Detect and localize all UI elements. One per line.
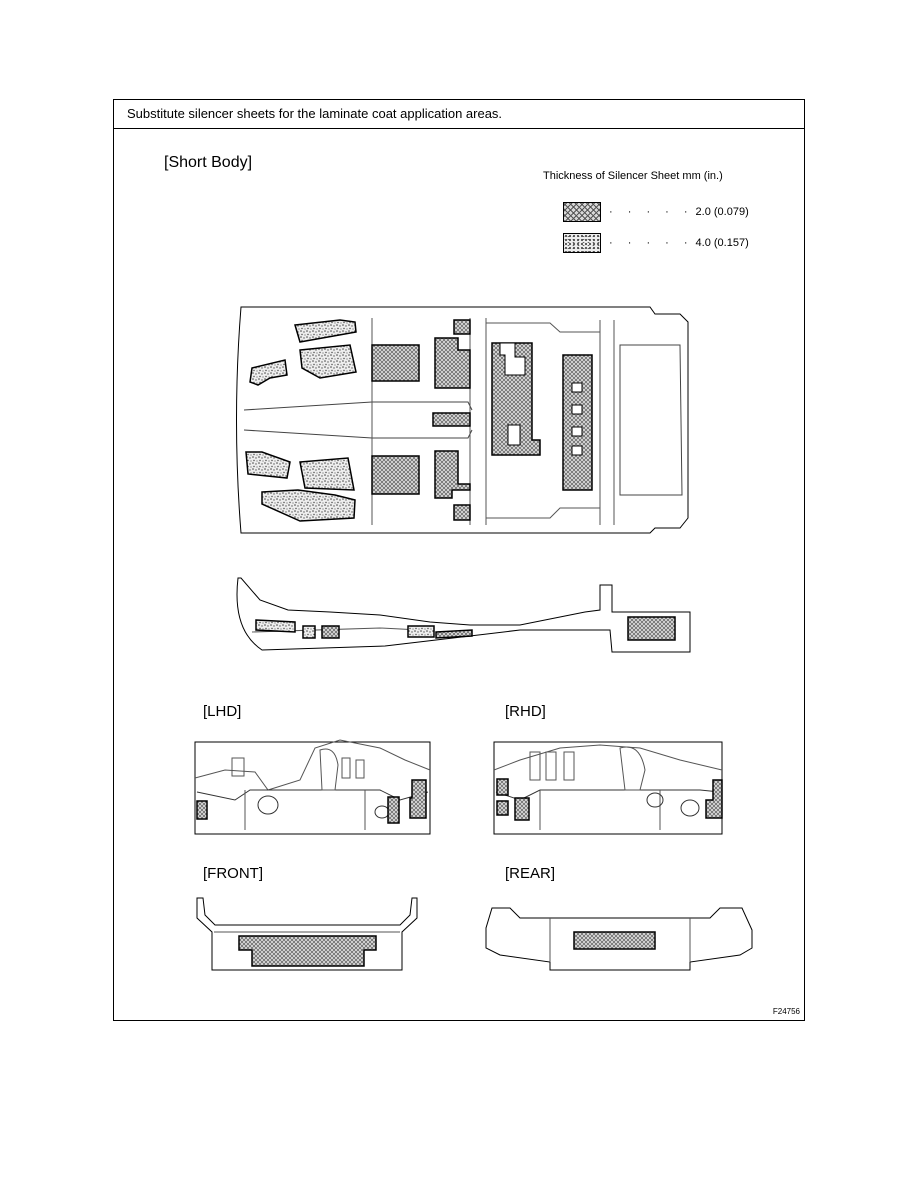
legend-value-4mm: 4.0 (0.157) — [695, 237, 749, 249]
stipple-swatch-icon — [563, 233, 601, 253]
legend-item-2mm: · · · · · 2.0 (0.079) — [563, 201, 749, 223]
floor-side-sheets — [255, 616, 676, 641]
legend-value-2mm: 2.0 (0.079) — [695, 206, 749, 218]
instruction-text: Substitute silencer sheets for the lamin… — [127, 106, 503, 121]
rear-view — [485, 907, 753, 971]
floor-top-sheets-4mm — [245, 319, 357, 522]
label-lhd: [LHD] — [203, 703, 242, 720]
label-rhd: [RHD] — [505, 703, 546, 720]
rhd-dash-sheets — [496, 778, 723, 821]
lhd-dash-view — [194, 739, 431, 835]
lhd-dash-sheets — [196, 779, 427, 824]
legend-item-4mm: · · · · · 4.0 (0.157) — [563, 232, 749, 254]
crosshatch-swatch-icon — [563, 202, 601, 222]
label-front: [FRONT] — [203, 865, 263, 882]
figure-frame: Substitute silencer sheets for the lamin… — [113, 99, 805, 1021]
legend-title: Thickness of Silencer Sheet mm (in.) — [543, 170, 723, 182]
label-rear: [REAR] — [505, 865, 556, 882]
figure-id: F24756 — [772, 1007, 800, 1016]
floor-top-sheet-holes — [499, 342, 583, 456]
rear-sheet — [573, 931, 656, 950]
instruction-row: Substitute silencer sheets for the lamin… — [114, 100, 804, 129]
section-title: [Short Body] — [164, 154, 253, 171]
legend-leader-dots: · · · · · — [609, 206, 694, 218]
front-sheet — [238, 935, 377, 967]
front-view — [196, 897, 418, 971]
floor-top-sheets-2mm — [371, 319, 593, 521]
legend-leader-dots: · · · · · — [609, 237, 694, 249]
